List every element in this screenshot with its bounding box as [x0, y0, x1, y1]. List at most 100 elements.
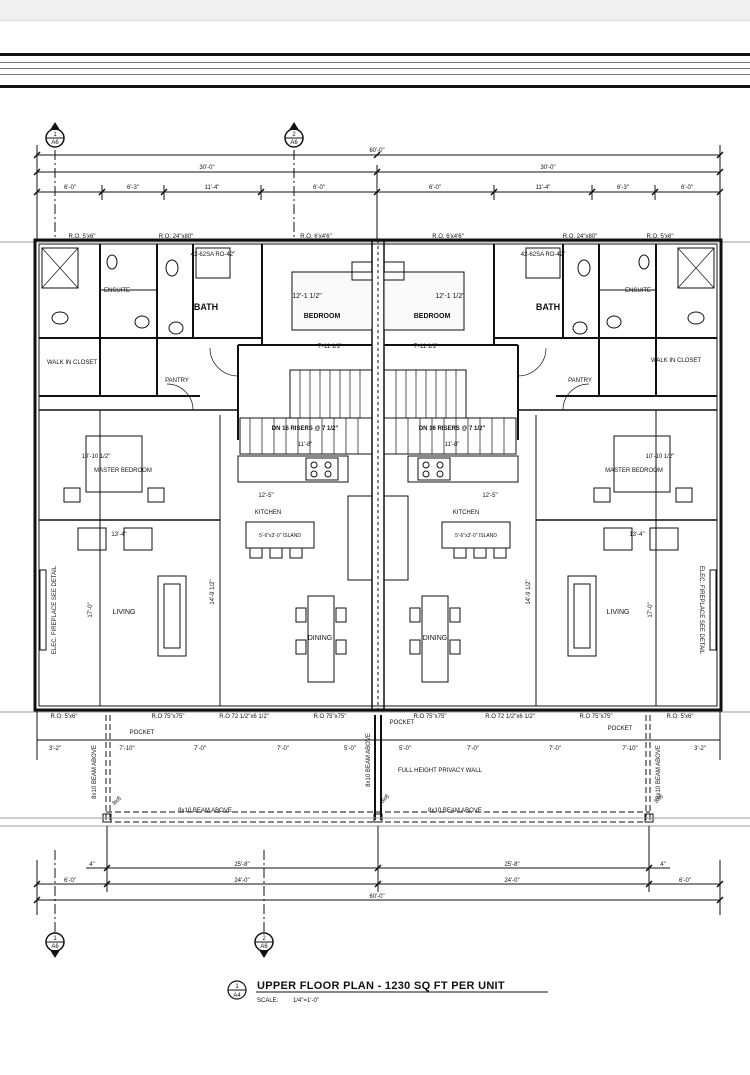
fireplace-note-left: ELEC. FIREPLACE SEE DETAIL	[52, 565, 58, 654]
scale-label: SCALE:	[257, 998, 279, 1004]
dim-overall-top: 60'-0"	[369, 148, 384, 154]
island-label-left: 5'-6"x3'-0" ISLAND	[259, 533, 301, 539]
stairs-note-right: DN 16 RISERS @ 7 1/2"	[419, 426, 486, 432]
section-marker-number: 2	[292, 132, 296, 138]
beam-note-vertical: 8x10 BEAM ABOVE	[92, 745, 98, 799]
privacy-wall-note: FULL HEIGHT PRIVACY WALL	[398, 768, 483, 774]
bedroom-dim: 7'-11 1/2"	[318, 344, 343, 350]
dim-top-right-4: 6'-0"	[681, 185, 693, 191]
living-dim: 17'-0"	[648, 602, 654, 617]
post-note: 8x8	[380, 793, 392, 805]
border-line	[0, 62, 750, 63]
stair-dim: 11'-8"	[445, 442, 460, 448]
window-ro-label: R.O. 5'x6"	[69, 234, 96, 240]
section-marker-sheet: A6	[290, 140, 298, 146]
room-label-bedroom-right: BEDROOM	[414, 313, 451, 320]
dim-bottom: 3'-2"	[49, 746, 61, 752]
beam-note-vertical: 8x10 BEAM ABOVE	[656, 745, 662, 799]
room-label-bedroom-left: BEDROOM	[304, 313, 341, 320]
dim-lower: 25'-8"	[504, 862, 519, 868]
dim-half-right: 30'-0"	[540, 165, 555, 171]
dim-overall-bottom: 60'-0"	[369, 894, 384, 900]
dining-dim: 14'-9 1/2"	[210, 579, 216, 604]
dim-bottom: 7'-0"	[194, 746, 206, 752]
stairs-note-left: DN 16 RISERS @ 7 1/2"	[272, 426, 339, 432]
dim-lower: 4"	[660, 862, 665, 868]
dim-top-left-4: 6'-0"	[313, 185, 325, 191]
border-line	[0, 68, 750, 69]
room-label-closet-right: WALK IN CLOSET	[651, 358, 701, 364]
room-label-kitchen-left: KITCHEN	[255, 510, 281, 516]
beam-note-horizontal: 8x10 BEAM ABOVE	[178, 808, 232, 814]
room-label-dining-right: DINING	[423, 635, 448, 642]
dim-top-left-2: 6'-3"	[127, 185, 139, 191]
section-marker-top-left: 1 A6	[45, 122, 65, 148]
scale-value: 1/4"=1'-0"	[293, 998, 319, 1004]
kitchen-dim: 12'-5"	[482, 493, 497, 499]
room-label-ensuite-left: ENSUITE	[104, 288, 130, 294]
detail-sheet: A4	[233, 993, 241, 999]
dim-bottom: 5'-0"	[344, 746, 356, 752]
section-marker-number: 2	[262, 936, 266, 942]
detail-number: 1	[235, 984, 239, 990]
dim-bottom: 7'-0"	[277, 746, 289, 752]
dim-lower: 24'-0"	[504, 878, 519, 884]
window-ro-label: R.O. 5'x6"	[667, 714, 694, 720]
beam-note-horizontal: 8x10 BEAM ABOVE	[428, 808, 482, 814]
dim-top-right-2: 11'-4"	[536, 185, 551, 191]
section-marker-bottom-left: 1 A6	[45, 932, 65, 958]
door-ro-label: R.O. 24"x80"	[563, 234, 598, 240]
bedroom-dim: 12'-1 1/2"	[435, 293, 465, 300]
border-line	[0, 74, 750, 75]
shower-label: 42-62SA RO-42"	[191, 252, 236, 258]
section-marker-number: 1	[53, 936, 57, 942]
island-label-right: 5'-6"x3'-0" ISLAND	[455, 533, 497, 539]
dim-lower: 6'-0"	[64, 878, 76, 884]
window-ro-label: R.O 72 1/2"x6 1/2"	[485, 714, 535, 720]
door-ro-label: R.O. 24"x80"	[159, 234, 194, 240]
dim-top-left-3: 11'-4"	[205, 185, 220, 191]
dim-top-right-3: 6'-3"	[617, 185, 629, 191]
dim-bottom: 3'-2"	[694, 746, 706, 752]
dim-bottom: 7'-10"	[622, 746, 637, 752]
section-marker-sheet: A6	[51, 140, 59, 146]
shower-label: 42-62SA RO-42"	[521, 252, 566, 258]
room-label-living-left: LIVING	[113, 609, 136, 616]
section-marker-top-right: 2 A6	[284, 122, 304, 148]
bedroom-dim: 12'-1 1/2"	[292, 293, 322, 300]
window-ro-label: R.O 72 1/2"x6 1/2"	[219, 714, 269, 720]
dim-lower: 24'-0"	[234, 878, 249, 884]
section-marker-number: 1	[53, 132, 57, 138]
drawing-title: UPPER FLOOR PLAN - 1230 SQ FT PER UNIT	[257, 980, 505, 992]
window-ro-label: R.O. 5'x6"	[51, 714, 78, 720]
dim-top-right-1: 6'-0"	[429, 185, 441, 191]
room-label-master-left: MASTER BEDROOM	[94, 468, 152, 474]
dim-lower: 25'-8"	[234, 862, 249, 868]
dim-half-left: 30'-0"	[199, 165, 214, 171]
beam-note-vertical: 8x10 BEAM ABOVE	[366, 733, 372, 787]
pocket-note: POCKET	[608, 726, 633, 732]
dim-lower: 4"	[89, 862, 94, 868]
post-note: 8x8	[112, 795, 124, 807]
dim-bottom: 7'-0"	[549, 746, 561, 752]
kitchen-dim: 12'-5"	[258, 493, 273, 499]
section-marker-sheet: A6	[260, 944, 268, 950]
viewer-top-band	[0, 0, 750, 21]
dim-bottom: 5'-0"	[399, 746, 411, 752]
window-ro-label: R.O. 6'x4'6"	[300, 234, 331, 240]
room-label-pantry-right: PANTRY	[568, 378, 592, 384]
stair-dim: 11'-8"	[298, 442, 313, 448]
border-line-bottom	[0, 85, 750, 88]
window-ro-label: R.O 75"x75"	[580, 714, 613, 720]
room-label-kitchen-right: KITCHEN	[453, 510, 479, 516]
dim-bottom: 7'-0"	[467, 746, 479, 752]
window-ro-label: R.O 75"x75"	[414, 714, 447, 720]
pocket-note: POCKET	[130, 730, 155, 736]
dim-bottom: 7'-10"	[119, 746, 134, 752]
room-label-ensuite-right: ENSUITE	[625, 288, 651, 294]
section-marker-sheet: A6	[51, 944, 59, 950]
room-label-bath-left: BATH	[194, 302, 218, 312]
master-dim: 10'-10 1/2"	[82, 454, 111, 460]
post-note: 8x8	[654, 793, 666, 805]
